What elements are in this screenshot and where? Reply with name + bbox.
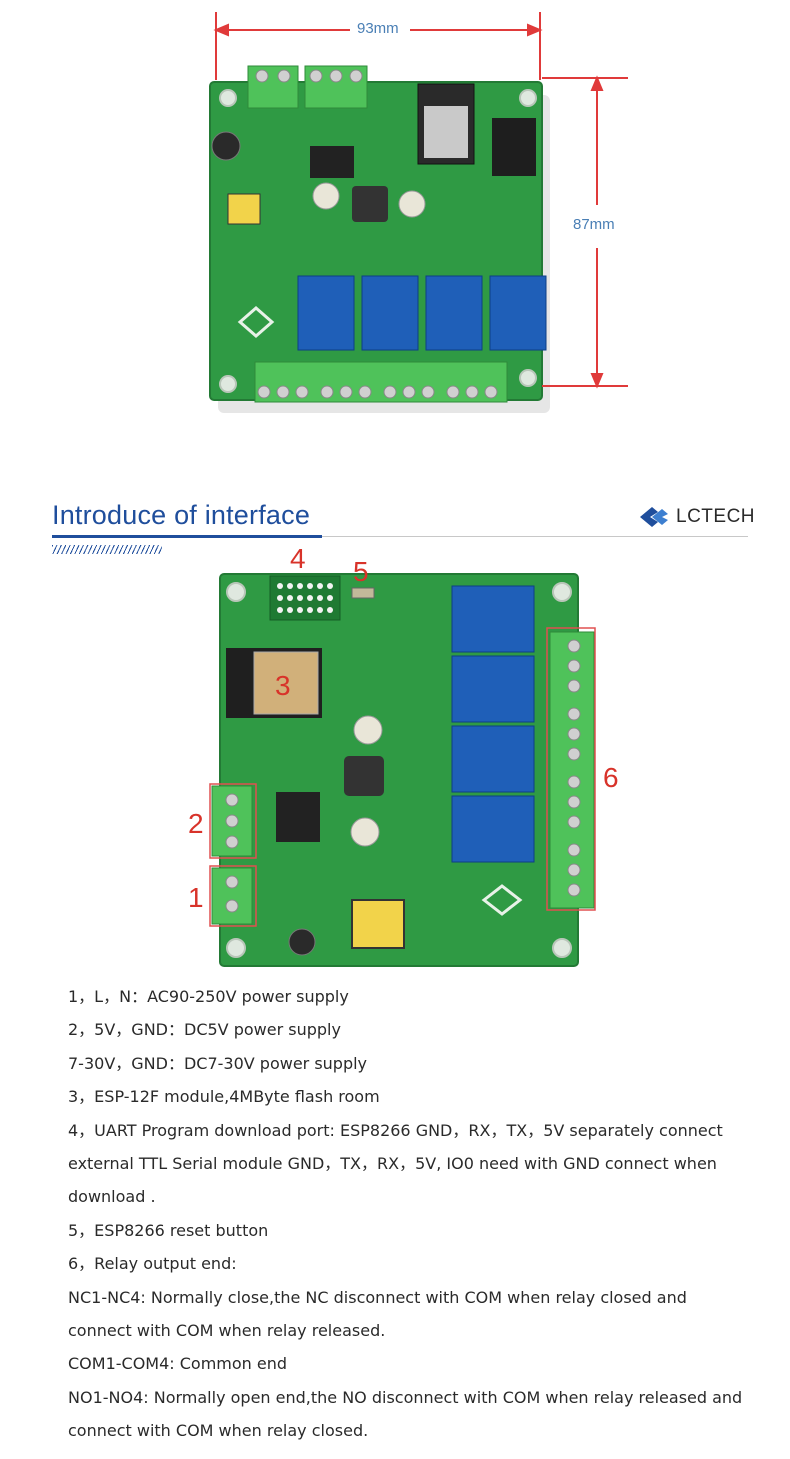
- desc-line: 3，ESP-12F module,4MByte flash room: [68, 1087, 380, 1107]
- lctech-logo-icon: [640, 507, 668, 527]
- desc-line: 2，5V，GND：DC5V power supply: [68, 1020, 341, 1040]
- callout-5: 5: [353, 556, 369, 587]
- callout-6: 6: [603, 762, 619, 793]
- decorative-hatch: [52, 545, 162, 554]
- board-dimension-photo: [0, 0, 790, 470]
- desc-line: 1，L，N：AC90-250V power supply: [68, 987, 349, 1006]
- brand-name: LCTECH: [676, 506, 756, 527]
- desc-line: NC1-NC4: Normally close,the NC disconnec…: [68, 1287, 687, 1341]
- interface-description: 1，L，N：AC90-250V power supply 2，5V，GND：DC…: [68, 980, 748, 1448]
- section-divider: [52, 536, 748, 537]
- desc-line: 4，UART Program download port: ESP8266 GN…: [68, 1120, 723, 1207]
- height-dimension-label: 87mm: [573, 216, 615, 233]
- callout-2: 2: [188, 808, 204, 839]
- interface-board-photo: [209, 573, 596, 967]
- width-dimension-label: 93mm: [357, 20, 399, 37]
- brand-logo: LCTECH: [638, 505, 755, 529]
- section-title-underline: [52, 535, 322, 538]
- top-terminal-blocks: [247, 65, 368, 109]
- desc-line: 6，Relay output end:: [68, 1254, 237, 1274]
- callout-3: 3: [275, 670, 291, 701]
- relay-row-top-photo: [297, 275, 547, 351]
- desc-line: NO1-NO4: Normally open end,the NO discon…: [68, 1387, 743, 1441]
- callout-1: 1: [188, 882, 204, 913]
- desc-line: COM1-COM4: Common end: [68, 1354, 288, 1374]
- desc-line: 7-30V，GND：DC7-30V power supply: [68, 1053, 368, 1073]
- desc-line: 5，ESP8266 reset button: [68, 1220, 269, 1240]
- callout-4: 4: [290, 543, 306, 574]
- relay-column: [451, 585, 535, 863]
- section-title: Introduce of interface: [52, 500, 311, 530]
